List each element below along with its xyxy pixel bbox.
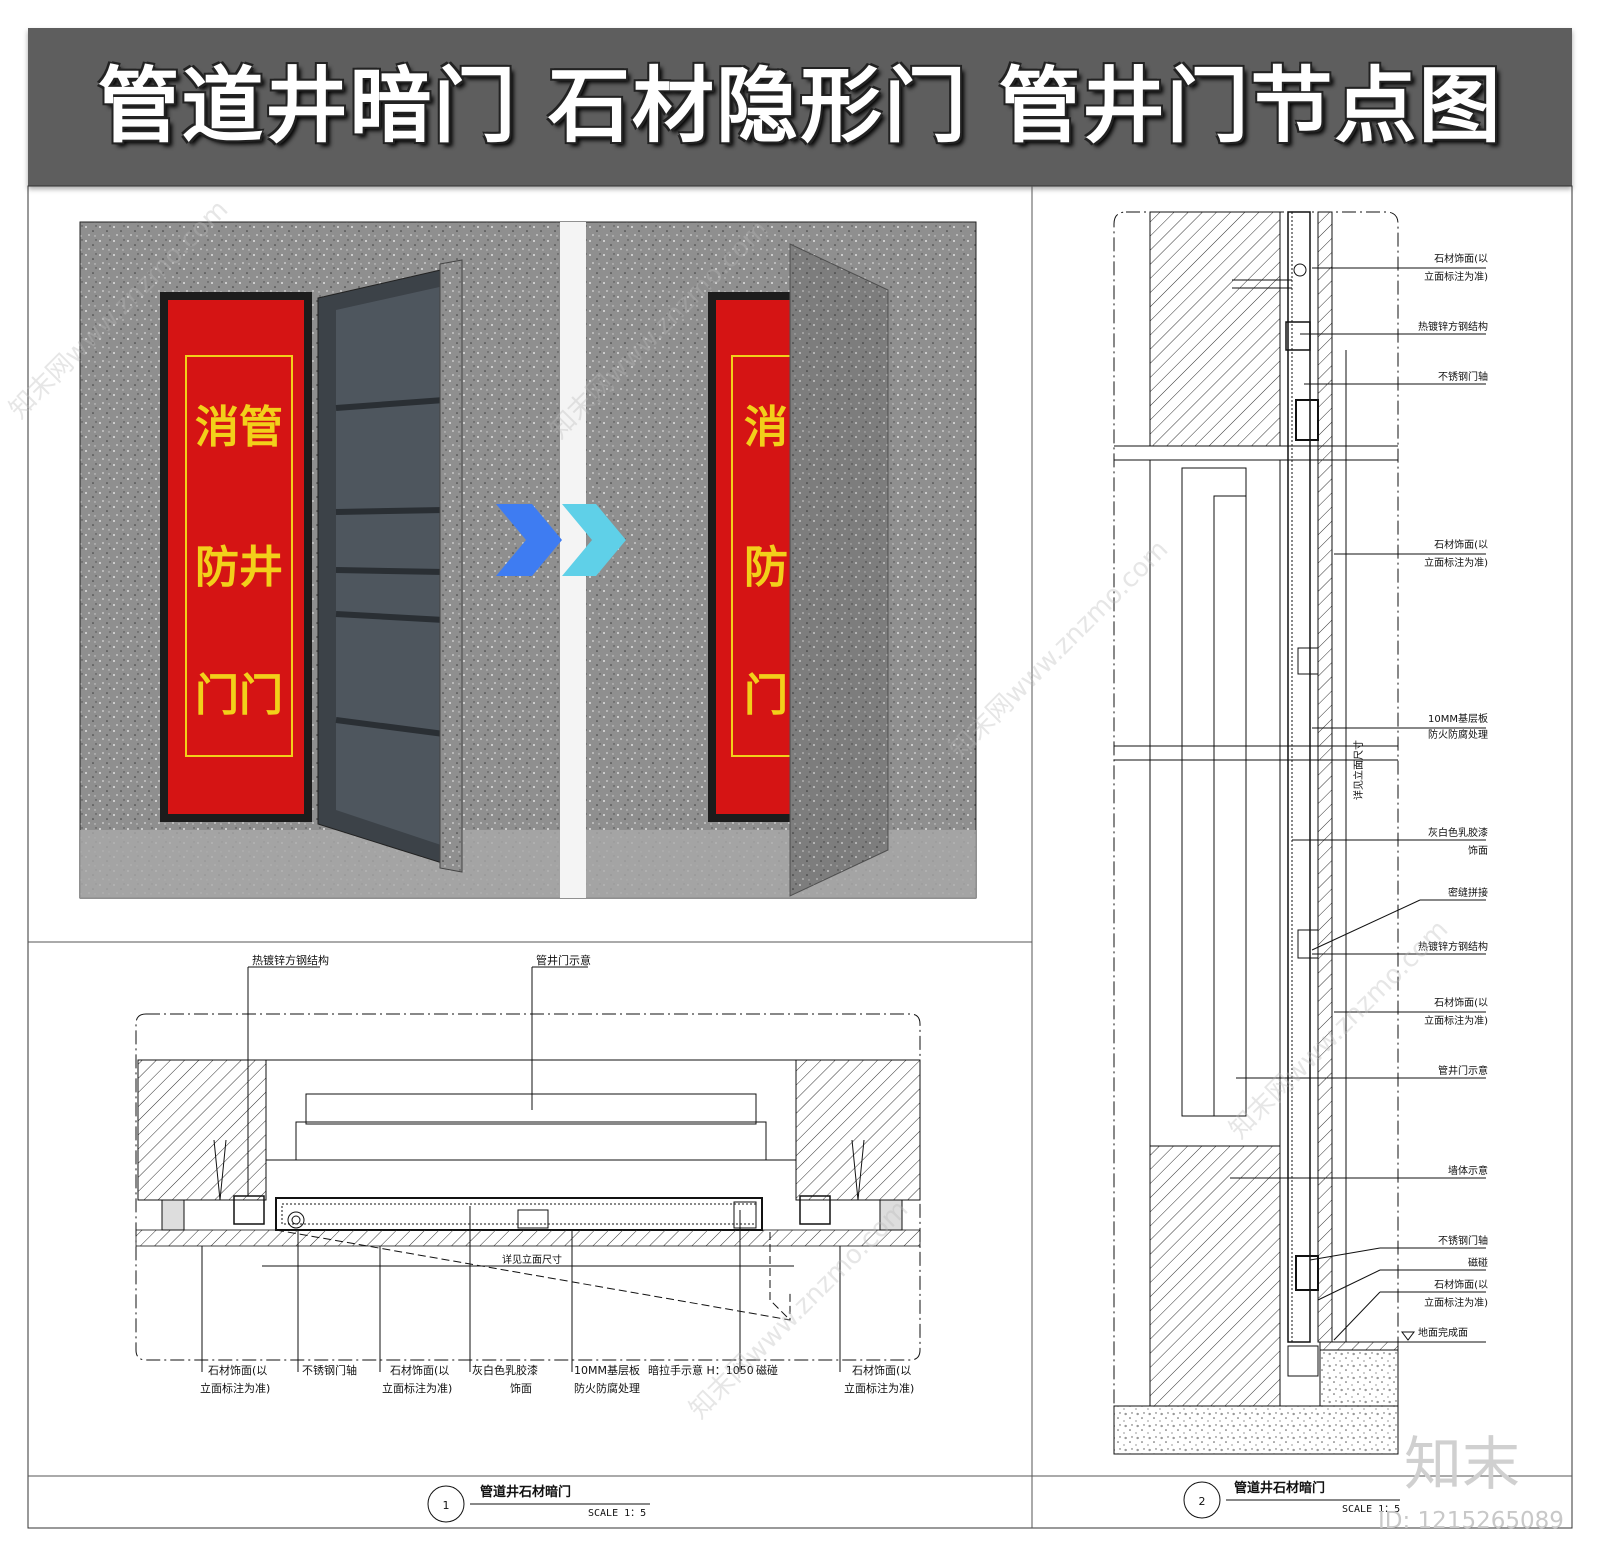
fire-sign-left (168, 300, 304, 814)
label-board-b: 防火防腐处理 (574, 1381, 640, 1395)
s-label-stone2-a: 石材饰面(以 (1434, 538, 1488, 551)
s-label-floor: 地面完成面 (1418, 1326, 1468, 1339)
s-label-door: 管井门示意 (1438, 1064, 1488, 1077)
door-photo: 消管 防井 门门 消 防 门 (79, 221, 977, 899)
s-label-stone1-a: 石材饰面(以 (1434, 252, 1488, 265)
s-label-stone3-b: 立面标注为准) (1424, 1014, 1488, 1027)
watermark-logo: 知末 (1404, 1430, 1520, 1498)
s-label-hinge1: 不锈钢门轴 (1438, 370, 1488, 383)
label-latex-b: 饰面 (510, 1381, 532, 1395)
s-label-magnet: 磁碰 (1468, 1256, 1488, 1269)
s-label-joint: 密缝拼接 (1448, 886, 1488, 899)
label-dimension: 详见立面尺寸 (502, 1253, 562, 1266)
label-stone-mid-b: 立面标注为准) (382, 1381, 452, 1395)
sheet-frame (27, 185, 1573, 1529)
stone-door-leaf (789, 243, 889, 897)
sign-line-1: 消管 (195, 402, 283, 453)
s-label-board-a: 10MM基层板 (1428, 712, 1488, 725)
sign-line-3: 门门 (195, 670, 283, 721)
label-steel-structure: 热镀锌方钢结构 (252, 953, 329, 967)
sign-line-2b: 防 (744, 542, 788, 593)
arrow-right-icon (496, 504, 562, 576)
section-detail-labels: 石材饰面(以 立面标注为准) 热镀锌方钢结构 不锈钢门轴 石材饰面(以 立面标注… (1199, 252, 1489, 1515)
label-board-a: 10MM基层板 (574, 1363, 640, 1377)
label-pull: 暗拉手示意 H：1050 (648, 1363, 754, 1377)
drawing-title-2: 管道井石材暗门 (1234, 1480, 1325, 1496)
s-label-stone3-a: 石材饰面(以 (1434, 996, 1488, 1009)
page-title: 管道井暗门 石材隐形门 管井门节点图 (97, 59, 1503, 154)
label-stone-left-b: 立面标注为准) (200, 1381, 270, 1395)
s-label-stone1-b: 立面标注为准) (1424, 270, 1488, 283)
s-label-latex-a: 灰白色乳胶漆 (1428, 826, 1488, 839)
label-stone-mid-a: 石材饰面(以 (390, 1363, 449, 1377)
title-banner: 管道井暗门 石材隐形门 管井门节点图 (28, 28, 1572, 186)
label-magnet: 磁碰 (756, 1364, 778, 1377)
drawing-scale-2: SCALE 1：5 (1342, 1504, 1400, 1515)
s-label-wall: 墙体示意 (1448, 1164, 1488, 1177)
s-label-stone4-a: 石材饰面(以 (1434, 1278, 1488, 1291)
sign-line-2: 防井 (195, 542, 283, 593)
s-label-vertical-dim: 详见立面尺寸 (1352, 740, 1365, 800)
plan-detail-labels: 热镀锌方钢结构 管井门示意 详见立面尺寸 石材饰面(以 立面标注为准) 不锈钢门… (200, 953, 914, 1519)
label-latex-a: 灰白色乳胶漆 (472, 1363, 538, 1377)
label-stone-right-a: 石材饰面(以 (852, 1363, 911, 1377)
drawing-number-1: 1 (443, 1499, 450, 1512)
s-label-stone4-b: 立面标注为准) (1424, 1296, 1488, 1309)
label-door-outline: 管井门示意 (536, 953, 591, 967)
label-stone-right-b: 立面标注为准) (844, 1381, 914, 1395)
s-label-latex-b: 饰面 (1468, 844, 1488, 857)
drawing-scale-1: SCALE 1：5 (588, 1508, 646, 1519)
drawing-title-1: 管道井石材暗门 (480, 1484, 571, 1500)
watermark-id: ID: 1215265089 (1378, 1508, 1564, 1534)
fire-sign-right (716, 300, 792, 814)
s-label-board-b: 防火防腐处理 (1428, 728, 1488, 741)
s-label-stone2-b: 立面标注为准) (1424, 556, 1488, 569)
label-stone-left-a: 石材饰面(以 (208, 1363, 267, 1377)
section-detail (1032, 211, 1572, 1519)
watermark-text-5: 知末网www.znzmo.com (1224, 914, 1455, 1145)
drawing-number-2: 2 (1199, 1495, 1206, 1508)
s-label-steel2: 热镀锌方钢结构 (1418, 940, 1488, 953)
watermark-text-3: 知末网www.znzmo.com (944, 534, 1175, 765)
arrow-right-icon-2 (562, 504, 626, 576)
s-label-hinge2: 不锈钢门轴 (1438, 1234, 1488, 1247)
s-label-steel1: 热镀锌方钢结构 (1418, 320, 1488, 333)
sign-line-1b: 消 (744, 402, 788, 453)
plan-detail (28, 966, 1032, 1523)
sign-line-3b: 门 (744, 670, 788, 721)
label-ss-hinge: 不锈钢门轴 (302, 1363, 357, 1377)
